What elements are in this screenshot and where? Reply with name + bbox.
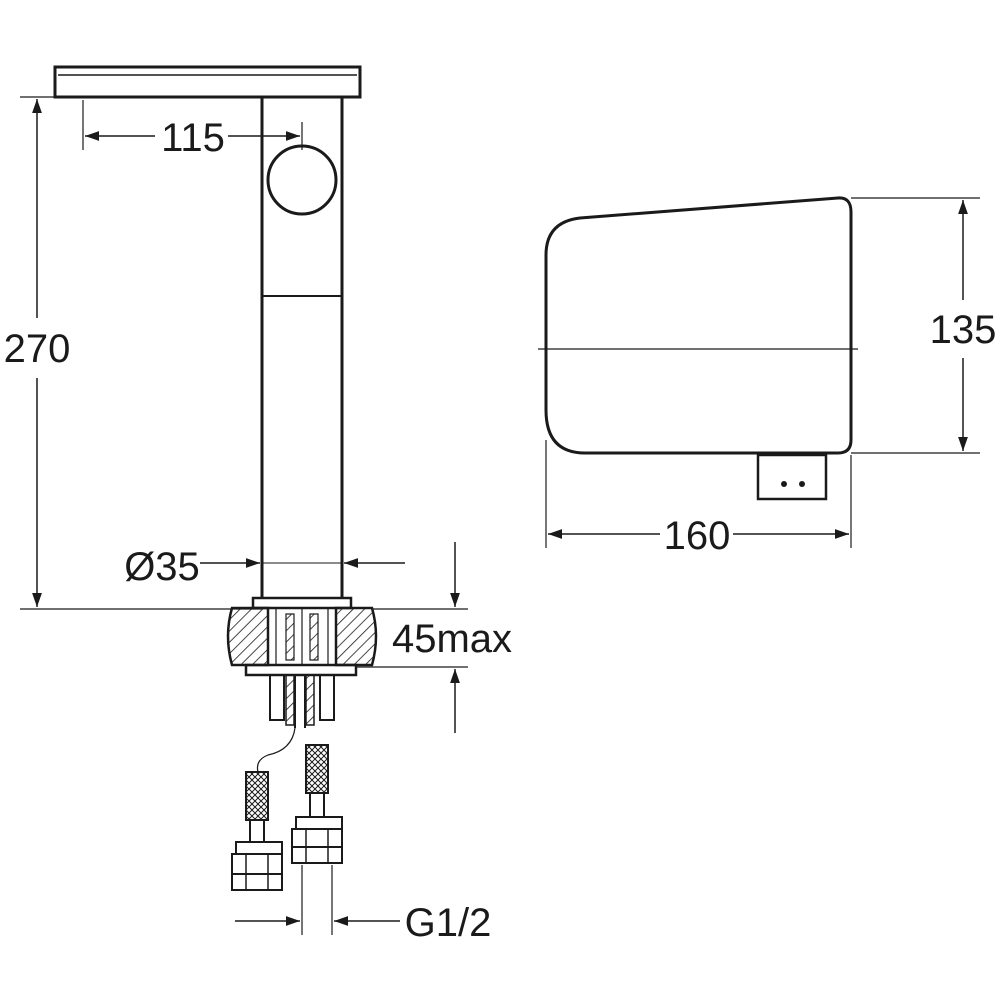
- label-connection-thread: G1/2: [405, 901, 492, 945]
- label-body-diameter: Ø35: [124, 545, 200, 589]
- dimension-spout-reach: 115: [82, 100, 303, 160]
- label-box-width: 160: [664, 514, 731, 558]
- label-box-height: 135: [930, 308, 997, 352]
- dimension-connection-thread: G1/2: [235, 865, 491, 945]
- dimension-body-diameter: Ø35: [124, 540, 405, 589]
- dimension-box-width: 160: [545, 440, 852, 558]
- faucet-body: [260, 97, 344, 598]
- control-knob: [266, 144, 338, 216]
- countertop-section: [226, 606, 378, 667]
- dimension-box-height: 135: [851, 197, 997, 454]
- control-box-outline: [544, 196, 853, 455]
- fixing-plate: [244, 663, 358, 677]
- base-flange: [251, 596, 353, 610]
- label-height: 270: [4, 327, 71, 371]
- threaded-studs: [269, 674, 335, 728]
- dimension-height: 270: [4, 96, 262, 610]
- label-spout-reach: 115: [161, 116, 225, 160]
- spout-plate: [53, 65, 362, 99]
- flex-hose-left: [231, 771, 283, 891]
- faucet-side-view: [53, 65, 378, 891]
- label-mount-thickness: 45max: [392, 617, 512, 661]
- connecting-wire: [256, 727, 296, 773]
- flex-hose-right: [291, 744, 343, 864]
- connector-plug: [756, 453, 828, 501]
- control-box-view: [538, 196, 858, 501]
- dimension-mount-thickness: 45max: [356, 542, 512, 733]
